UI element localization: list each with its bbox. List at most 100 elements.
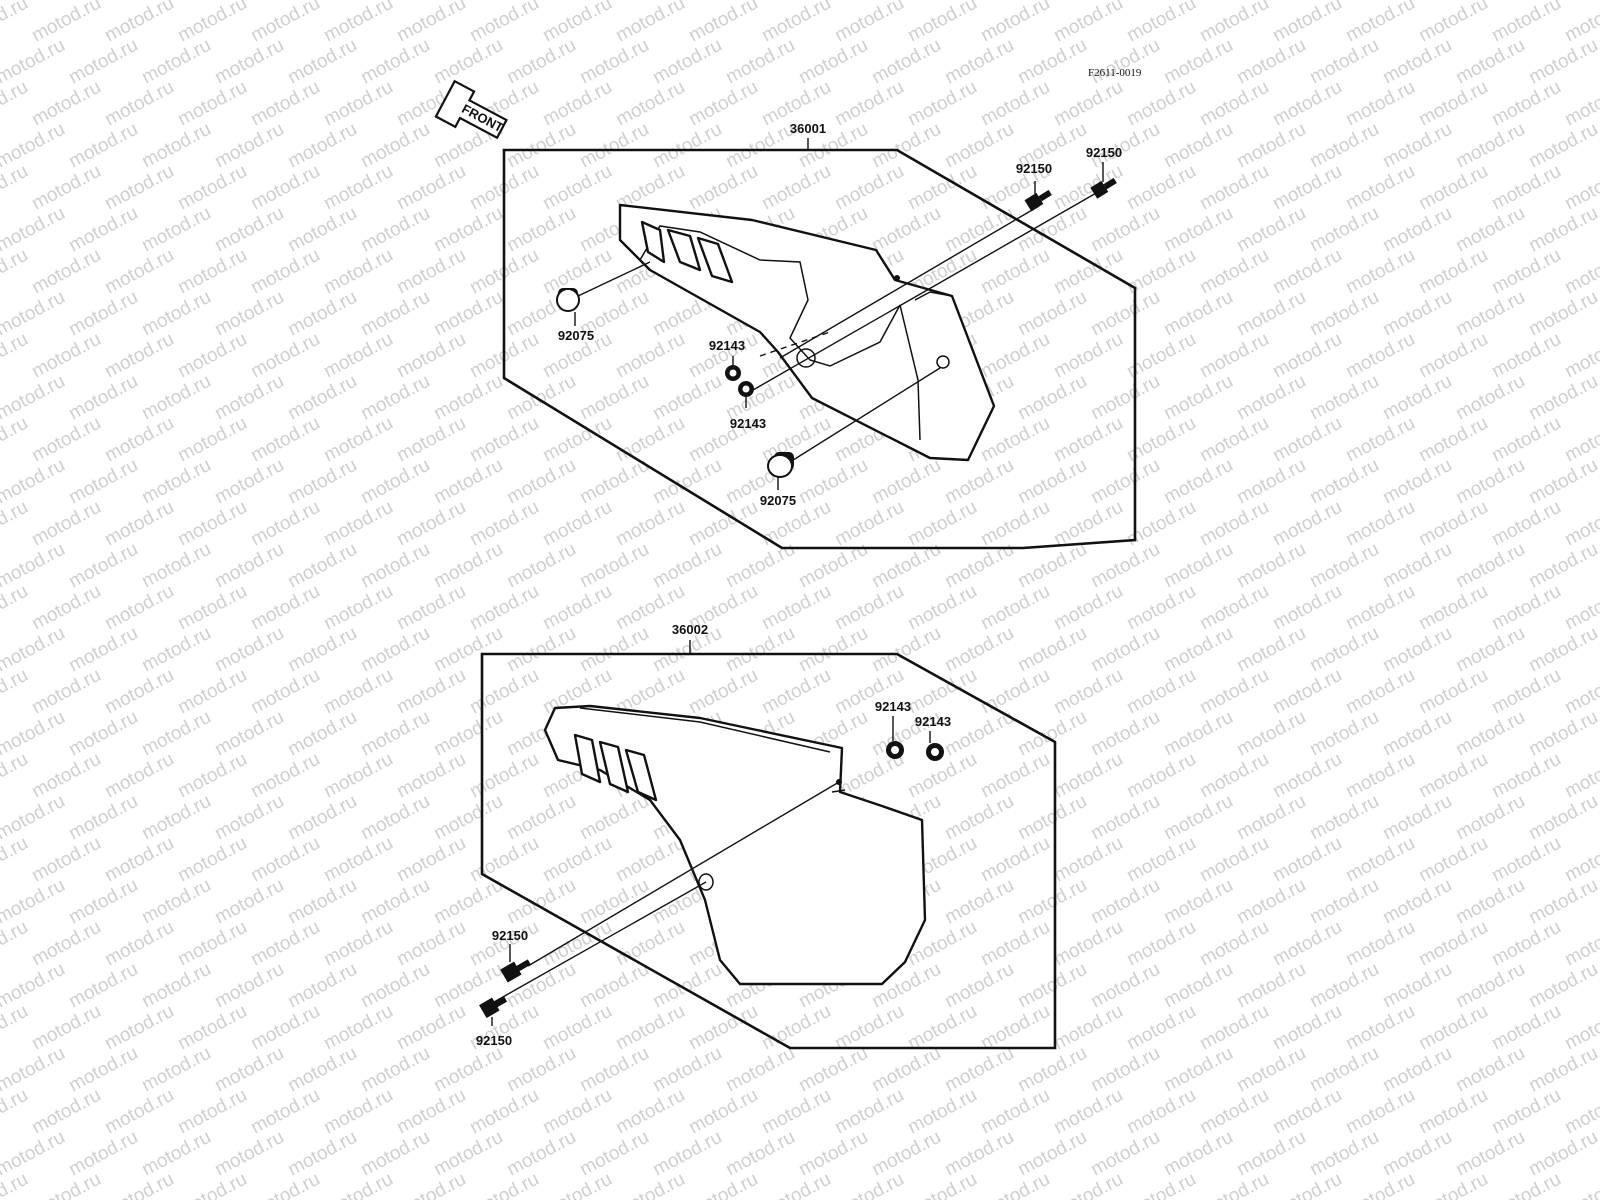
watermark-text: motod.ru <box>65 371 141 425</box>
watermark-text: motod.ru <box>1342 1001 1418 1055</box>
watermark-text: motod.ru <box>576 959 652 1013</box>
watermark-text: motod.ru <box>1525 959 1600 1013</box>
watermark-text: motod.ru <box>0 497 32 551</box>
watermark-text: motod.ru <box>1415 329 1491 383</box>
watermark-text: motod.ru <box>138 203 214 257</box>
watermark-text: motod.ru <box>1342 581 1418 635</box>
watermark-text: motod.ru <box>1087 707 1163 761</box>
watermark-text: motod.ru <box>1452 203 1528 257</box>
watermark-text: motod.ru <box>1269 1085 1345 1139</box>
watermark-text: motod.ru <box>1123 1169 1199 1200</box>
watermark-text: motod.ru <box>1306 1127 1382 1181</box>
watermark-text: motod.ru <box>1379 875 1455 929</box>
assembly-36002: 36002 92143 92143 <box>476 622 1057 1050</box>
watermark-text: motod.ru <box>1196 413 1272 467</box>
watermark-text: motod.ru <box>1379 791 1455 845</box>
watermark-text: motod.ru <box>1269 1169 1345 1200</box>
watermark-text: motod.ru <box>284 371 360 425</box>
watermark-text: motod.ru <box>1525 707 1600 761</box>
watermark-text: motod.ru <box>1342 413 1418 467</box>
watermark-text: motod.ru <box>904 161 980 215</box>
watermark-text: motod.ru <box>685 665 761 719</box>
watermark-text: motod.ru <box>393 329 469 383</box>
watermark-text: motod.ru <box>0 539 69 593</box>
watermark-text: motod.ru <box>977 0 1053 46</box>
watermark-text: motod.ru <box>28 665 104 719</box>
watermark-text: motod.ru <box>138 707 214 761</box>
watermark-text: motod.ru <box>65 1043 141 1097</box>
watermark-text: motod.ru <box>1452 707 1528 761</box>
watermark-text: motod.ru <box>1014 203 1090 257</box>
watermark-text: motod.ru <box>868 203 944 257</box>
part-number-36002: 36002 <box>672 622 708 637</box>
watermark-text: motod.ru <box>466 665 542 719</box>
nut-92143-d <box>926 743 944 761</box>
watermark-text: motod.ru <box>1525 119 1600 173</box>
watermark-text: motod.ru <box>1379 1043 1455 1097</box>
watermark-text: motod.ru <box>0 0 32 46</box>
watermark-text: motod.ru <box>0 287 69 341</box>
watermark-text: motod.ru <box>393 581 469 635</box>
watermark-text: motod.ru <box>1050 413 1126 467</box>
watermark-text: motod.ru <box>357 287 433 341</box>
watermark-text: motod.ru <box>101 1001 177 1055</box>
watermark-text: motod.ru <box>1379 1127 1455 1181</box>
watermark-text: motod.ru <box>612 329 688 383</box>
watermark-text: motod.ru <box>941 455 1017 509</box>
watermark-text: motod.ru <box>430 1127 506 1181</box>
watermark-text: motod.ru <box>649 1127 725 1181</box>
watermark-text: motod.ru <box>211 35 287 89</box>
watermark-text: motod.ru <box>393 0 469 46</box>
watermark-text: motod.ru <box>539 77 615 131</box>
watermark-text: motod.ru <box>685 329 761 383</box>
watermark-text: motod.ru <box>1306 1043 1382 1097</box>
callout-92075-a: 92075 <box>558 328 594 343</box>
watermark-text: motod.ru <box>904 497 980 551</box>
watermark-text: motod.ru <box>1160 1127 1236 1181</box>
watermark-text: motod.ru <box>174 161 250 215</box>
watermark-text: motod.ru <box>1488 665 1564 719</box>
watermark-text: motod.ru <box>1561 1085 1600 1139</box>
watermark-text: motod.ru <box>758 0 834 46</box>
watermark-text: motod.ru <box>174 749 250 803</box>
watermark-text: motod.ru <box>0 413 32 467</box>
bolt-92150-b <box>1090 177 1117 199</box>
watermark-text: motod.ru <box>539 581 615 635</box>
watermark-text: motod.ru <box>1306 455 1382 509</box>
watermark-text: motod.ru <box>1014 455 1090 509</box>
watermark-text: motod.ru <box>1014 791 1090 845</box>
watermark-text: motod.ru <box>284 35 360 89</box>
watermark-text: motod.ru <box>101 1085 177 1139</box>
watermark-text: motod.ru <box>1306 35 1382 89</box>
watermark-text: motod.ru <box>320 581 396 635</box>
watermark-text: motod.ru <box>284 875 360 929</box>
watermark-text: motod.ru <box>1050 665 1126 719</box>
watermark-text: motod.ru <box>1561 245 1600 299</box>
watermark-text: motod.ru <box>1087 539 1163 593</box>
watermark-text: motod.ru <box>174 833 250 887</box>
watermark-text: motod.ru <box>28 581 104 635</box>
watermark-text: motod.ru <box>941 959 1017 1013</box>
watermark-text: motod.ru <box>868 623 944 677</box>
watermark-text: motod.ru <box>1160 119 1236 173</box>
watermark-text: motod.ru <box>247 0 323 46</box>
watermark-text: motod.ru <box>503 875 579 929</box>
watermark-text: motod.ru <box>247 1085 323 1139</box>
watermark-text: motod.ru <box>1087 623 1163 677</box>
watermark-text: motod.ru <box>612 77 688 131</box>
callout-92143-c: 92143 <box>875 699 911 714</box>
watermark-text: motod.ru <box>1014 371 1090 425</box>
watermark-text: motod.ru <box>1342 0 1418 46</box>
watermark-text: motod.ru <box>320 1001 396 1055</box>
watermark-text: motod.ru <box>1342 749 1418 803</box>
watermark-text: motod.ru <box>211 791 287 845</box>
watermark-text: motod.ru <box>1123 0 1199 46</box>
watermark-text: motod.ru <box>1087 791 1163 845</box>
watermark-text: motod.ru <box>138 35 214 89</box>
watermark-text: motod.ru <box>1269 413 1345 467</box>
watermark-text: motod.ru <box>28 0 104 46</box>
watermark-text: motod.ru <box>0 833 32 887</box>
watermark-text: motod.ru <box>1561 77 1600 131</box>
watermark-text: motod.ru <box>1160 287 1236 341</box>
